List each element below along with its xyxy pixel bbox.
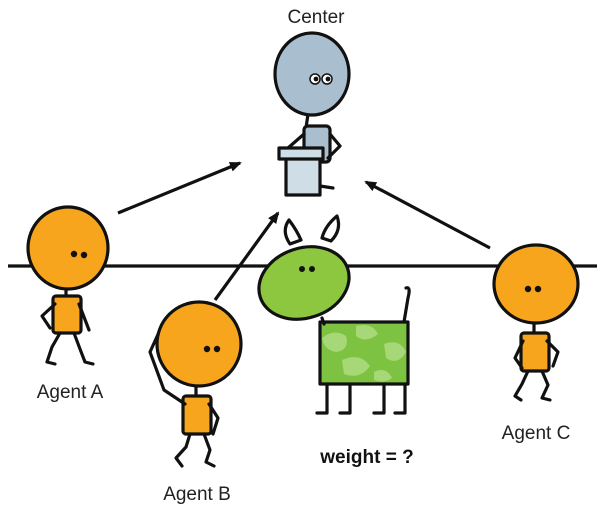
arrow-agent-b-to-center (213, 211, 280, 301)
arrow-agent-a-to-center (117, 161, 242, 215)
agent-c-head (492, 243, 580, 325)
center-label: Center (287, 7, 345, 28)
center-head (273, 31, 351, 117)
cow-head (257, 245, 351, 321)
cow-icon (257, 214, 411, 415)
agent-c-figure-icon (492, 243, 580, 402)
agent-b-figure-icon (148, 300, 243, 468)
arrow-agent-c-to-center (364, 180, 491, 250)
agent-a-head (26, 205, 110, 291)
agent-a-label: Agent A (37, 382, 104, 403)
agent-b-label: Agent B (163, 484, 231, 505)
agent-b-head (155, 300, 243, 388)
center-figure-icon (273, 31, 351, 197)
agent-a-figure-icon (26, 205, 110, 366)
weight-question-label: weight = ? (319, 447, 413, 468)
agent-c-label: Agent C (502, 423, 571, 444)
